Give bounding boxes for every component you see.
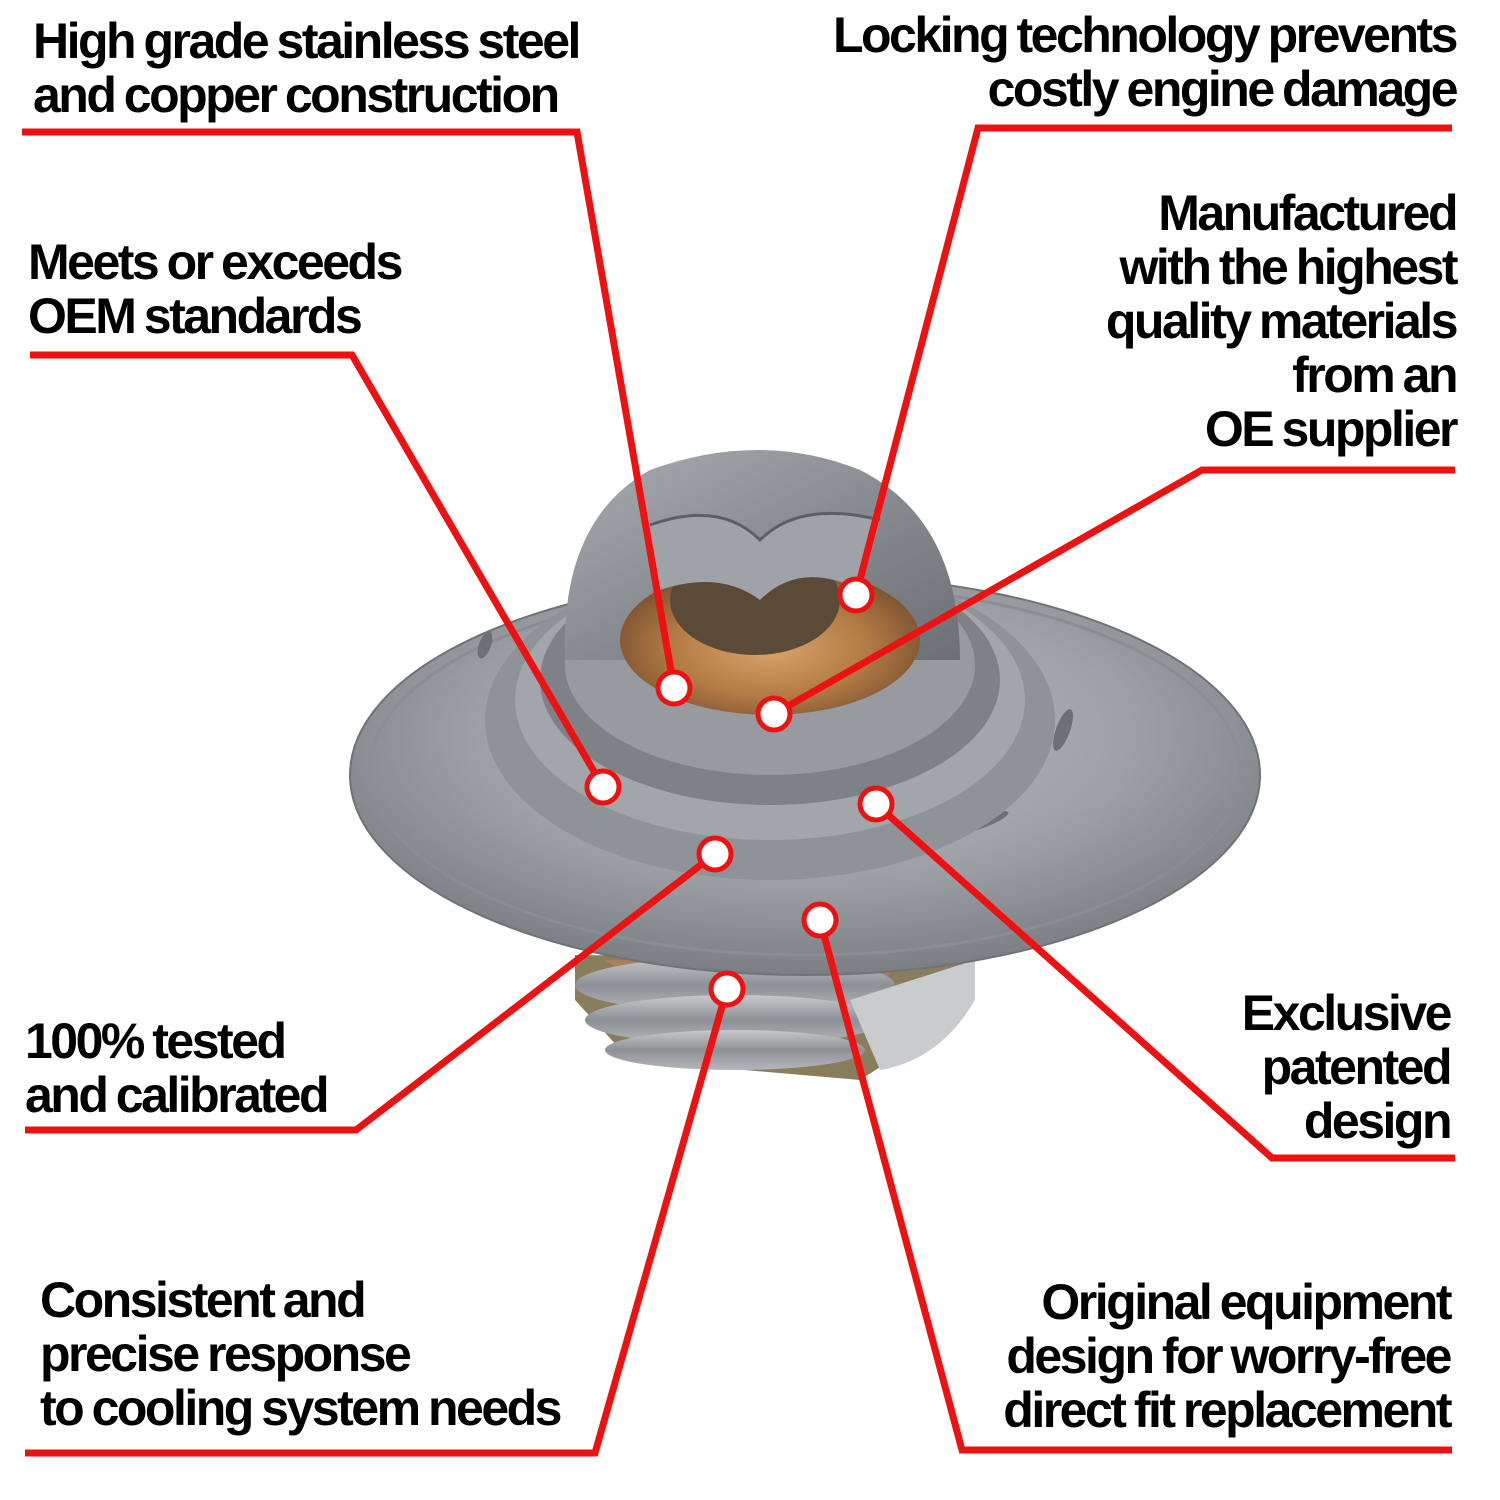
leader-lines (22, 124, 1455, 1457)
dot-consistent-response (708, 970, 746, 1008)
callout-line: to cooling system needs (40, 1380, 562, 1436)
dot-stainless-copper (655, 669, 693, 707)
leader-oem-standards (30, 351, 607, 789)
callout-line: design (1303, 1093, 1453, 1149)
callout-line: Manufactured (1158, 185, 1458, 241)
leader-oe-direct-fit (816, 919, 1452, 1454)
callout-line: OEM standards (28, 288, 363, 344)
callout-line: Original equipment (1041, 1274, 1452, 1330)
callout-line: Consistent and (40, 1272, 367, 1328)
callout-line: costly engine damage (987, 61, 1459, 117)
callout-line: design for worry-free (1006, 1328, 1452, 1384)
callout-dots (584, 576, 895, 1008)
dot-patented-design (857, 785, 895, 823)
leader-locking-tech (852, 124, 1452, 596)
leader-quality-materials (772, 466, 1455, 718)
leader-tested-calibrated (25, 851, 718, 1134)
callout-line: direct fit replacement (1003, 1382, 1452, 1438)
callout-line: High grade stainless steel (33, 13, 581, 69)
leader-consistent-response (25, 988, 731, 1457)
callout-line: and calibrated (25, 1067, 330, 1123)
dot-oem-standards (584, 768, 622, 806)
callout-line: and copper construction (33, 67, 560, 123)
callout-line: OE supplier (1204, 401, 1459, 457)
callout-line: Locking technology prevents (832, 7, 1459, 63)
dot-locking-tech (837, 576, 875, 614)
callout-line: Meets or exceeds (28, 234, 403, 290)
callout-quality-materials: Manufactured with the highest quality ma… (956, 185, 1459, 457)
leader-patented-design (873, 801, 1455, 1162)
dot-oe-direct-fit (801, 901, 839, 939)
callout-line: precise response (40, 1326, 412, 1382)
callout-line: quality materials (1105, 293, 1459, 349)
callout-oem-standards: Meets or exceeds OEM standards (28, 235, 528, 343)
callout-line: Exclusive (1241, 985, 1453, 1041)
callout-consistent-response: Consistent and precise response to cooli… (40, 1273, 660, 1435)
callout-patented-design: Exclusive patented design (1150, 985, 1453, 1149)
callout-tested-calibrated: 100% tested and calibrated (25, 1014, 425, 1122)
callout-line: patented (1261, 1039, 1453, 1095)
dot-tested-calibrated (696, 835, 734, 873)
callout-line: 100% tested (25, 1013, 287, 1069)
callout-locking-tech: Locking technology prevents costly engin… (776, 7, 1459, 117)
dot-quality-materials (755, 695, 793, 733)
leader-stainless-copper (22, 128, 678, 689)
callout-oe-direct-fit: Original equipment design for worry-free… (830, 1274, 1452, 1438)
callout-line: from an (1292, 347, 1458, 403)
callout-line: with the highest (1119, 239, 1458, 295)
callout-stainless-copper: High grade stainless steel and copper co… (33, 14, 713, 122)
